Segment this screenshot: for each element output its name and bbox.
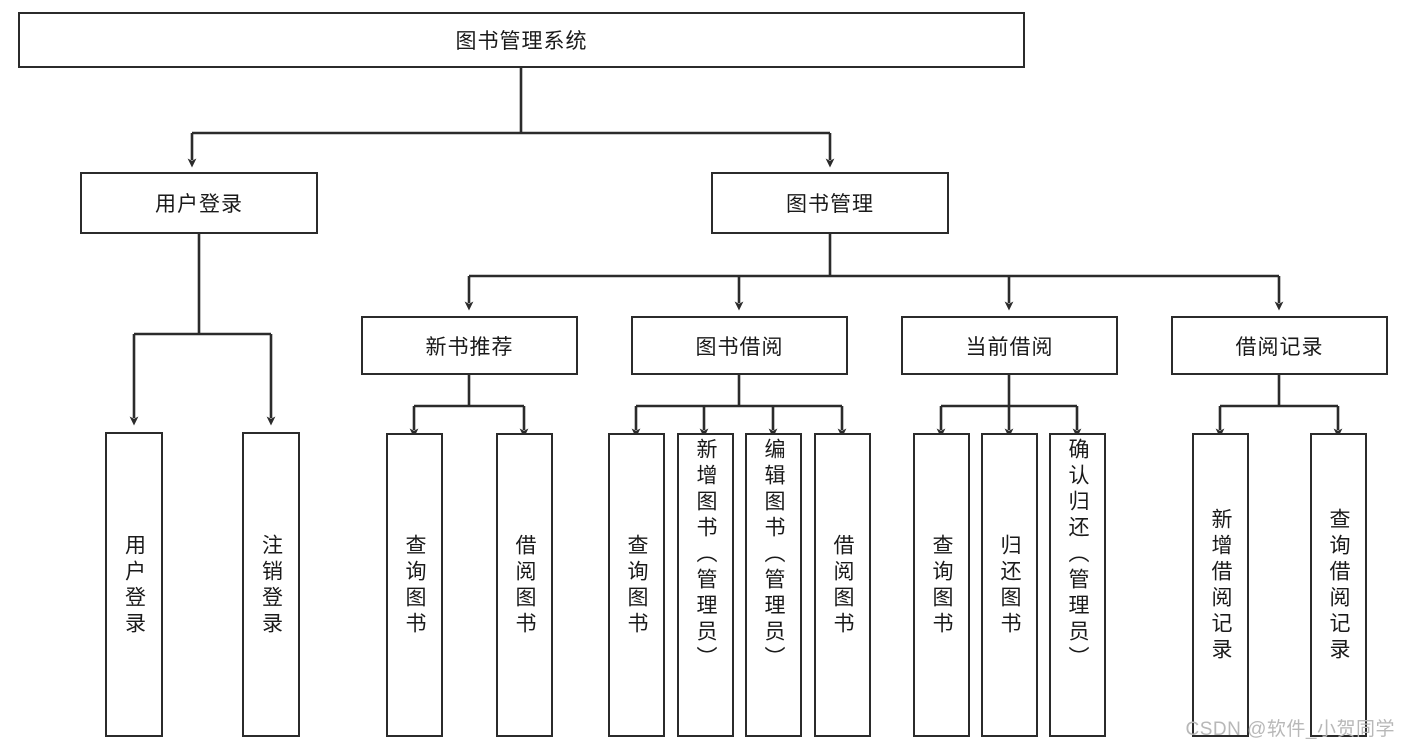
node-book-management-label: 图书管理 [786,193,874,216]
node-book-borrow-label: 图书借阅 [695,335,784,359]
leaf-label: 新增借阅记录 [1209,508,1232,664]
leaf-borrow-add-book[interactable]: 新增图书（管理员） [677,433,734,737]
node-new-book-recommend[interactable]: 新书推荐 [361,316,578,375]
leaf-current-confirm-return[interactable]: 确认归还（管理员） [1049,433,1106,737]
leaf-label: 查询借阅记录 [1327,508,1350,664]
leaf-label: 新增图书（管理员） [694,438,717,672]
node-user-login[interactable]: 用户登录 [80,172,318,234]
leaf-label: 确认归还（管理员） [1066,438,1089,672]
leaf-label: 借阅图书 [831,534,854,638]
leaf-record-query-record[interactable]: 查询借阅记录 [1310,433,1367,737]
node-root-label: 图书管理系统 [455,30,588,53]
leaf-label: 查询图书 [625,534,648,638]
leaf-label: 借阅图书 [513,534,536,638]
node-root[interactable]: 图书管理系统 [18,12,1025,68]
node-new-book-recommend-label: 新书推荐 [425,335,514,359]
node-current-borrow-label: 当前借阅 [965,335,1054,359]
node-user-login-label: 用户登录 [155,193,243,216]
leaf-recommend-query-book[interactable]: 查询图书 [386,433,443,737]
leaf-borrow-borrow-book[interactable]: 借阅图书 [814,433,871,737]
node-borrow-record[interactable]: 借阅记录 [1171,316,1388,375]
leaf-recommend-borrow-book[interactable]: 借阅图书 [496,433,553,737]
node-book-management[interactable]: 图书管理 [711,172,949,234]
leaf-current-return-book[interactable]: 归还图书 [981,433,1038,737]
leaf-label: 用户登录 [122,533,146,638]
leaf-current-query-book[interactable]: 查询图书 [913,433,970,737]
leaf-record-add-record[interactable]: 新增借阅记录 [1192,433,1249,737]
leaf-borrow-query-book[interactable]: 查询图书 [608,433,665,737]
node-borrow-record-label: 借阅记录 [1235,335,1324,359]
leaf-label: 查询图书 [403,534,426,638]
node-book-borrow[interactable]: 图书借阅 [631,316,848,375]
leaf-label: 查询图书 [930,534,953,638]
leaf-user-login-signout[interactable]: 注销登录 [242,432,300,737]
leaf-label: 注销登录 [259,533,283,638]
leaf-label: 编辑图书（管理员） [762,438,785,672]
leaf-user-login-signin[interactable]: 用户登录 [105,432,163,737]
leaf-label: 归还图书 [998,534,1021,638]
node-current-borrow[interactable]: 当前借阅 [901,316,1118,375]
leaf-borrow-edit-book[interactable]: 编辑图书（管理员） [745,433,802,737]
